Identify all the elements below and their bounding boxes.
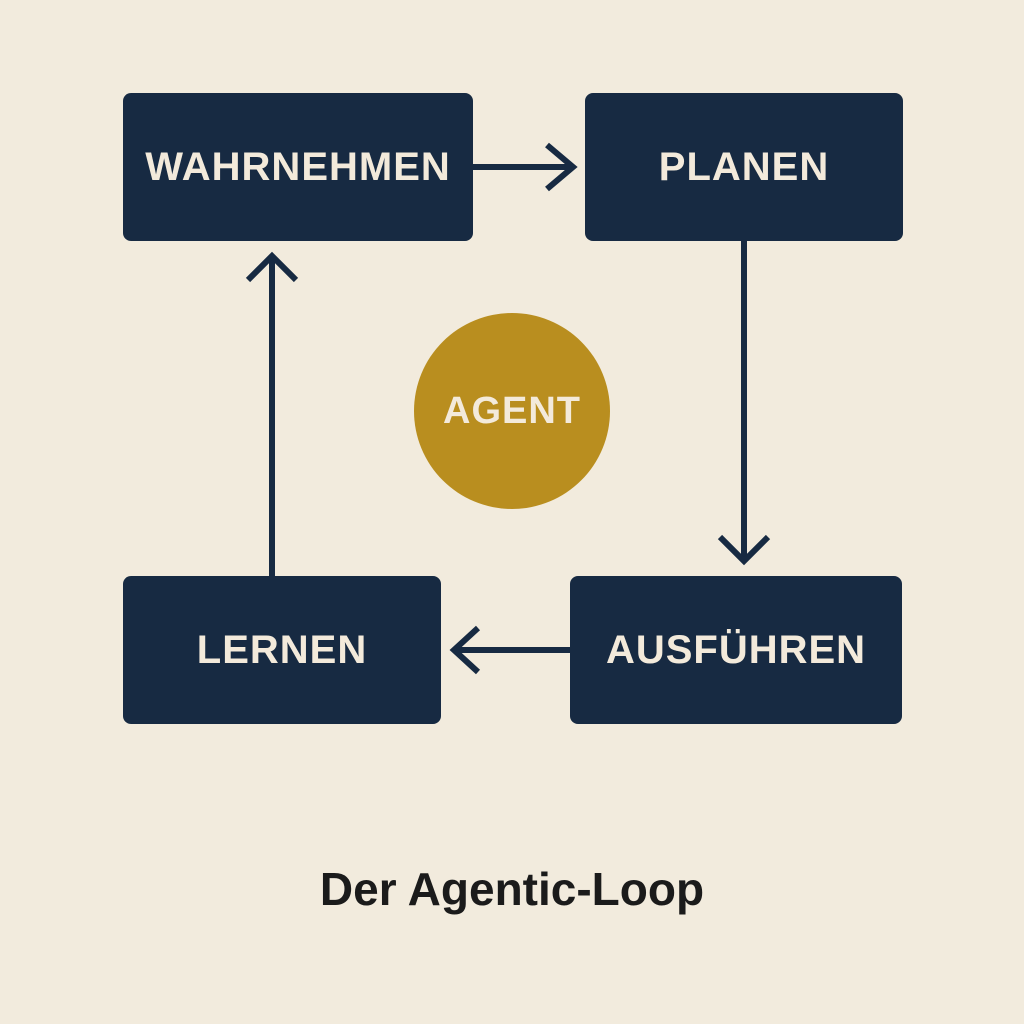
arrow-lernen-to-wahrnehmen	[245, 251, 299, 576]
arrow-wahrnehmen-to-planen	[473, 142, 578, 192]
arrow-ausfuehren-to-lernen	[449, 625, 570, 675]
node-wahrnehmen-label: WAHRNEHMEN	[145, 144, 451, 189]
node-lernen: LERNEN	[123, 576, 441, 724]
node-ausfuehren: AUSFÜHREN	[570, 576, 902, 724]
node-ausfuehren-label: AUSFÜHREN	[605, 627, 867, 672]
node-planen-label: PLANEN	[658, 144, 830, 189]
agent-label: AGENT	[443, 389, 581, 432]
node-wahrnehmen: WAHRNEHMEN	[123, 93, 473, 241]
node-planen: PLANEN	[585, 93, 903, 241]
diagram-caption: Der Agentic-Loop	[319, 863, 705, 915]
node-lernen-label: LERNEN	[196, 627, 368, 672]
agent-circle: AGENT	[414, 313, 610, 509]
arrow-planen-to-ausfuehren	[717, 241, 771, 566]
